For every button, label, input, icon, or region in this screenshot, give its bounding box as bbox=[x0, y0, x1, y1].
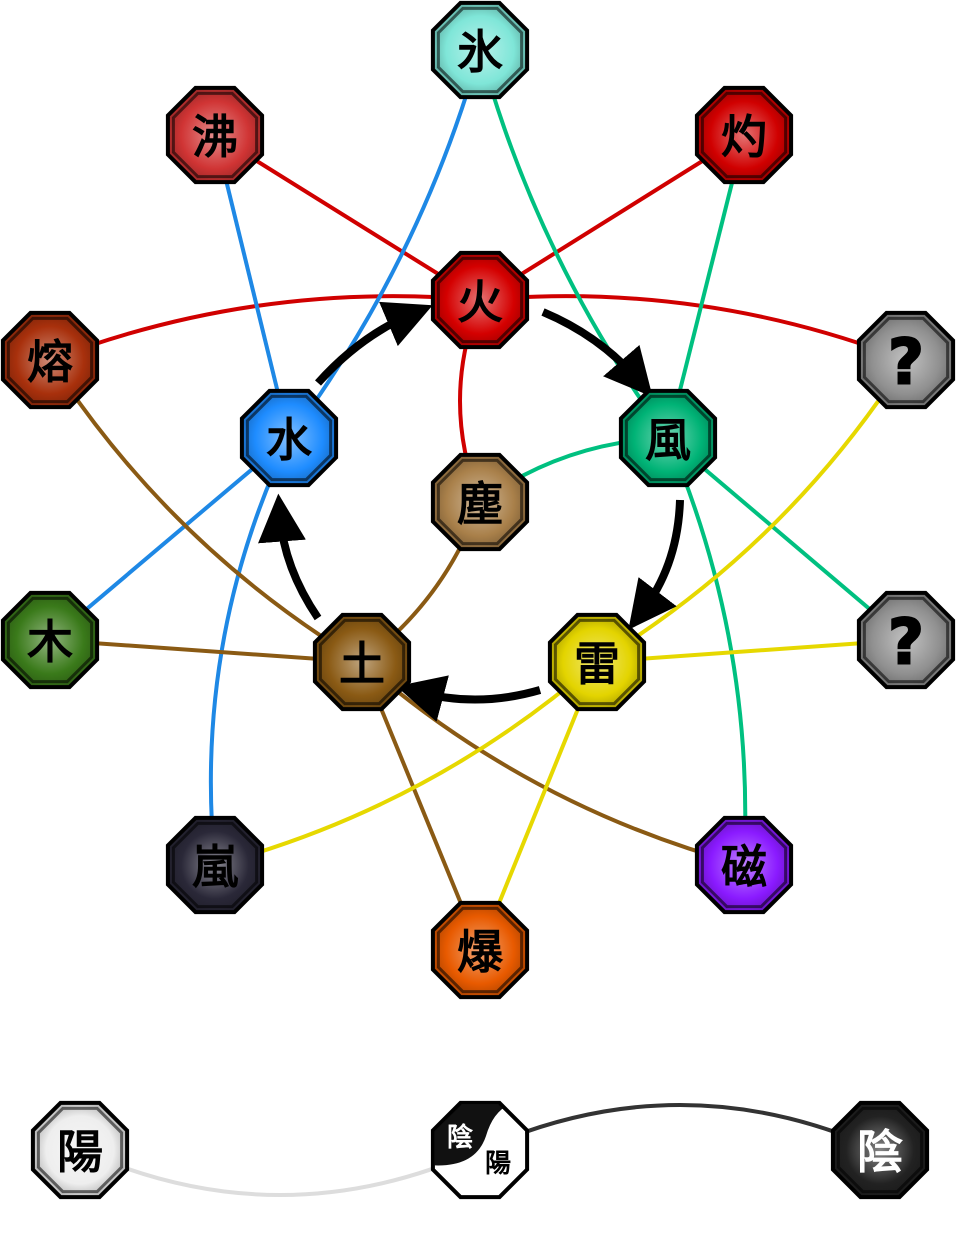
node-explosion-label: 爆 bbox=[457, 925, 504, 979]
node-yin-yang: 陰陽 bbox=[430, 1100, 530, 1200]
node-boil: 沸 bbox=[165, 85, 265, 185]
link-water-ice bbox=[287, 49, 482, 440]
node-lava-rim bbox=[6, 316, 94, 404]
link-lightning-storm bbox=[214, 660, 599, 867]
node-fire-label: 火 bbox=[457, 275, 503, 329]
node-unknown1-badge bbox=[856, 310, 956, 410]
node-ice: 氷 bbox=[430, 0, 530, 100]
node-storm-label: 嵐 bbox=[192, 840, 239, 894]
node-wind: 風 bbox=[618, 388, 718, 488]
cycle-arrows bbox=[258, 301, 684, 722]
node-storm: 嵐 bbox=[165, 815, 265, 915]
node-yin-label: 陰 bbox=[857, 1125, 904, 1179]
node-ice-rim bbox=[436, 6, 524, 94]
node-scorch: 灼 bbox=[694, 85, 794, 185]
node-yang: 陽 bbox=[30, 1100, 130, 1200]
node-scorch-label: 灼 bbox=[721, 110, 767, 164]
node-yin-badge bbox=[830, 1100, 930, 1200]
yin-yang-yang-label: 陽 bbox=[485, 1149, 511, 1179]
node-explosion: 爆 bbox=[430, 900, 530, 1000]
arrow-lightning-to-earth bbox=[396, 675, 542, 722]
yin-yang-yin-label: 陰 bbox=[447, 1122, 474, 1153]
node-magnet-rim bbox=[700, 821, 788, 909]
node-explosion-badge bbox=[430, 900, 530, 1000]
node-magnet: 磁 bbox=[694, 815, 794, 915]
node-wood-badge bbox=[0, 590, 100, 690]
node-wind-label: 風 bbox=[645, 413, 691, 467]
node-lava-label: 熔 bbox=[27, 335, 73, 389]
node-unknown2-rim bbox=[862, 596, 950, 684]
node-water-label: 水 bbox=[266, 413, 313, 467]
arrow-fire-to-wind bbox=[541, 308, 653, 397]
node-boil-badge bbox=[165, 85, 265, 185]
node-wood-label: 木 bbox=[27, 615, 73, 669]
node-unknown1-label: ? bbox=[888, 326, 924, 399]
node-lightning-label: 雷 bbox=[574, 637, 620, 691]
node-yin-yang-badge bbox=[430, 1100, 530, 1200]
element-nodes: 火風雷土水塵氷沸灼熔??木嵐爆磁陽陰陰陽 bbox=[0, 0, 956, 1200]
link-wind-ice bbox=[478, 49, 670, 440]
node-magnet-label: 磁 bbox=[721, 840, 767, 894]
node-lightning-badge bbox=[547, 612, 647, 712]
node-wood: 木 bbox=[0, 590, 100, 690]
node-earth-rim bbox=[318, 618, 406, 706]
node-dust-rim bbox=[436, 458, 524, 546]
node-scorch-badge bbox=[694, 85, 794, 185]
node-storm-rim bbox=[171, 821, 259, 909]
node-yin: 陰 bbox=[830, 1100, 930, 1200]
node-ice-badge bbox=[430, 0, 530, 100]
node-earth-badge bbox=[312, 612, 412, 712]
node-wind-rim bbox=[624, 394, 712, 482]
node-fire: 火 bbox=[430, 250, 530, 350]
node-yang-label: 陽 bbox=[57, 1125, 103, 1179]
node-dust-badge bbox=[430, 452, 530, 552]
link-wind-magnet bbox=[666, 437, 748, 866]
node-fire-badge bbox=[430, 250, 530, 350]
node-lightning-rim bbox=[553, 618, 641, 706]
node-scorch-rim bbox=[700, 91, 788, 179]
link-yang-yinyang bbox=[79, 1148, 481, 1197]
node-boil-rim bbox=[171, 91, 259, 179]
node-unknown2-badge bbox=[856, 590, 956, 690]
node-boil-label: 沸 bbox=[192, 110, 238, 164]
arrow-earth-to-water bbox=[258, 493, 322, 621]
node-ice-label: 氷 bbox=[457, 25, 503, 79]
node-yin-rim bbox=[836, 1106, 924, 1194]
node-unknown2-label: ? bbox=[888, 606, 924, 679]
node-water: 水 bbox=[239, 388, 339, 488]
node-yang-badge bbox=[30, 1100, 130, 1200]
node-water-badge bbox=[239, 388, 339, 488]
node-dust-label: 塵 bbox=[457, 477, 503, 531]
node-wind-badge bbox=[618, 388, 718, 488]
node-earth-label: 土 bbox=[339, 637, 385, 691]
node-earth: 土 bbox=[312, 612, 412, 712]
node-dust: 塵 bbox=[430, 452, 530, 552]
link-earth-lava bbox=[48, 358, 364, 664]
connection-lines bbox=[48, 49, 908, 1197]
arrow-wind-to-lightning bbox=[628, 499, 684, 630]
node-explosion-rim bbox=[436, 906, 524, 994]
link-fire-unknown1 bbox=[479, 294, 907, 362]
node-fire-rim bbox=[436, 256, 524, 344]
node-unknown2: ? bbox=[856, 590, 956, 690]
node-magnet-badge bbox=[694, 815, 794, 915]
node-lava-badge bbox=[0, 310, 100, 410]
node-lightning: 雷 bbox=[547, 612, 647, 712]
link-yin-yinyang bbox=[479, 1103, 881, 1152]
arrow-water-to-fire bbox=[315, 301, 433, 386]
node-wood-rim bbox=[6, 596, 94, 684]
node-unknown1-rim bbox=[862, 316, 950, 404]
node-water-rim bbox=[245, 394, 333, 482]
node-unknown1: ? bbox=[856, 310, 956, 410]
node-storm-badge bbox=[165, 815, 265, 915]
link-fire-lava bbox=[49, 294, 481, 362]
node-yang-rim bbox=[36, 1106, 124, 1194]
node-lava: 熔 bbox=[0, 310, 100, 410]
